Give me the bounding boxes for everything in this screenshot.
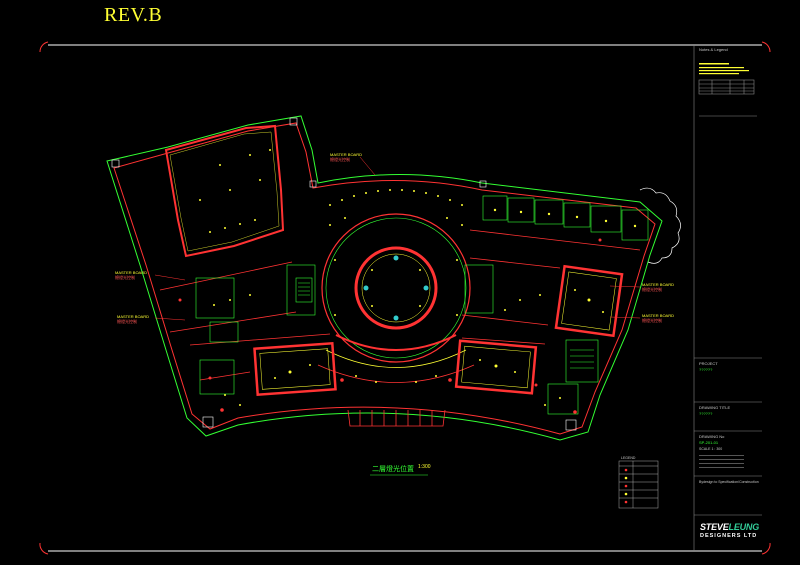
- master-board-label-left-2: MASTER BOARD 總燈光控制: [117, 314, 150, 324]
- master-board-label-right-2: MASTER BOARD 總燈光控制: [642, 313, 675, 323]
- revision-cloud: [639, 187, 681, 264]
- legend-symbols: [624, 468, 628, 504]
- plan-scale: 1:300: [418, 464, 431, 470]
- project-label: PROJECT: [699, 361, 718, 366]
- sheet-frame: [39, 41, 771, 555]
- project-value: ??????: [699, 367, 713, 372]
- title-block: [693, 45, 762, 551]
- outer-wall-outline: [106, 115, 663, 441]
- notes-heading: Notes & Legend: [699, 47, 728, 52]
- light-fixtures: [199, 149, 637, 406]
- drawing-number-value: SP-201-01: [699, 440, 719, 445]
- plan-title: 二層燈光位置: [372, 466, 414, 473]
- room-right: [554, 264, 624, 338]
- master-board-label-top: MASTER BOARD 總燈光控制: [330, 152, 363, 162]
- entrance-canopy: [347, 409, 446, 427]
- legend-table: [618, 460, 659, 509]
- title-block-fills: [699, 63, 749, 468]
- master-board-label-left-1: MASTER BOARD 總燈光控制: [115, 270, 148, 280]
- stairs: [298, 282, 594, 369]
- columns: [111, 117, 577, 431]
- logo-word-2: LEUNG: [728, 522, 760, 532]
- floor-plan: [106, 115, 681, 476]
- revision-label: REV.B: [104, 4, 163, 26]
- logo-word-1: STEVE: [700, 522, 729, 532]
- room-lower-left: [253, 342, 337, 396]
- room-lower-right: [454, 339, 538, 395]
- master-board-label-right-1: MASTER BOARD 總燈光控制: [642, 282, 675, 292]
- scale-text: SCALE 1 : 300: [699, 447, 723, 451]
- company-logo-subtitle: DESIGNERS LTD: [700, 533, 758, 539]
- drawing-title-label: DRAWING TITLE: [699, 405, 731, 410]
- drawing-title-value: ??????: [699, 411, 713, 416]
- drawing-number-label: DRAWING No: [699, 434, 725, 439]
- room-top-left: [164, 124, 285, 258]
- central-hall: [317, 213, 475, 383]
- company-logo: STEVELEUNG: [700, 522, 759, 532]
- accent-fixtures: [178, 238, 602, 414]
- right-wing-rooms: [482, 195, 649, 241]
- footer-note: Bydesign to Specification/Construction: [699, 480, 759, 484]
- legend-heading: LEGEND: [621, 456, 636, 460]
